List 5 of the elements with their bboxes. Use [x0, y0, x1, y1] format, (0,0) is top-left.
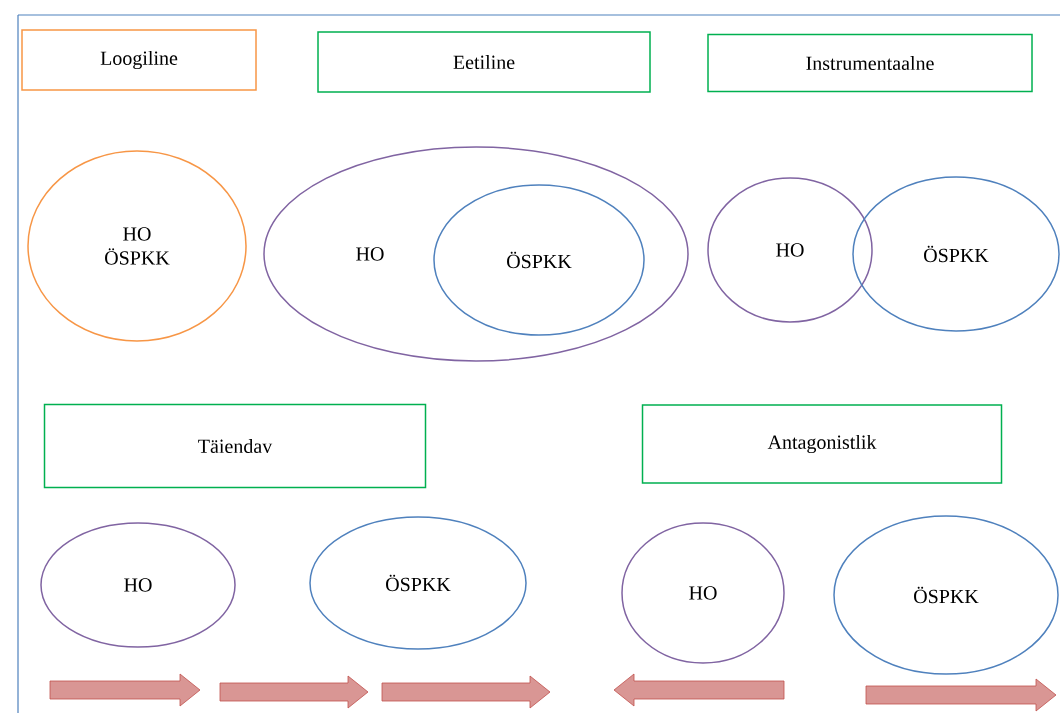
- label-box: Loogiline: [21, 29, 257, 91]
- label-box: Täiendav: [43, 403, 427, 489]
- label-box: Eetiline: [317, 31, 651, 93]
- label-box: Antagonistlik: [641, 404, 1003, 484]
- label-box: Instrumentaalne: [707, 33, 1033, 93]
